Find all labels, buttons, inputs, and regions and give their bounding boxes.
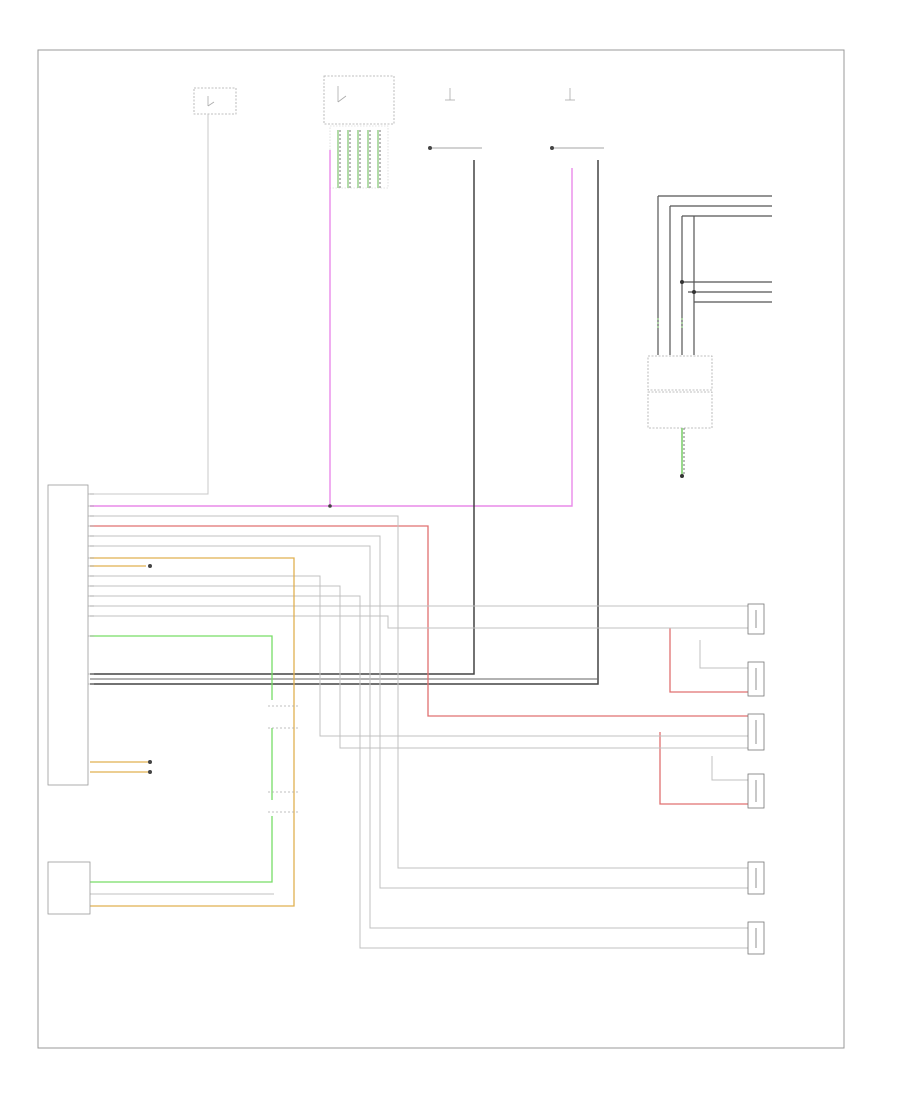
wire-gray-7 xyxy=(90,585,748,749)
diagram-frame xyxy=(37,49,845,1049)
wire-gray-rr2 xyxy=(711,756,748,781)
right-module xyxy=(647,355,713,478)
wire-gray-2 xyxy=(90,535,748,889)
wire-gray-8 xyxy=(90,575,748,737)
module-pin-ticks xyxy=(88,493,94,685)
switch-b-harness xyxy=(337,130,381,188)
wire-violet-main xyxy=(90,168,573,507)
wire-red-lf xyxy=(669,628,748,693)
wire-gray-1 xyxy=(90,515,748,869)
speaker-l2 xyxy=(747,921,765,955)
speaker-lr xyxy=(747,661,765,697)
wire-gray-6 xyxy=(90,615,748,629)
right-connector xyxy=(657,195,772,355)
wire-red-rr xyxy=(659,732,748,805)
wire-gray-4 xyxy=(90,595,748,949)
speaker-rf xyxy=(747,713,765,751)
wire-gray-switch-a xyxy=(90,130,209,495)
speaker-rr xyxy=(747,773,765,809)
speaker-lf xyxy=(747,603,765,635)
top-ground-b xyxy=(550,88,604,150)
top-switch-b xyxy=(323,75,395,189)
wire-gray-3 xyxy=(90,545,748,929)
control-module xyxy=(47,484,89,786)
speaker-r2 xyxy=(747,861,765,895)
wire-gray-ground-b xyxy=(90,160,599,685)
wire-dark-ground-a xyxy=(90,160,475,675)
wire-green xyxy=(90,635,273,700)
top-ground-a xyxy=(428,88,482,150)
wire-gray-lr xyxy=(699,640,748,669)
wire-red-rf xyxy=(90,525,748,717)
external-module xyxy=(47,861,91,915)
wire-green-3 xyxy=(90,816,273,883)
wire-orange xyxy=(90,557,295,907)
top-switch-a xyxy=(193,87,237,130)
